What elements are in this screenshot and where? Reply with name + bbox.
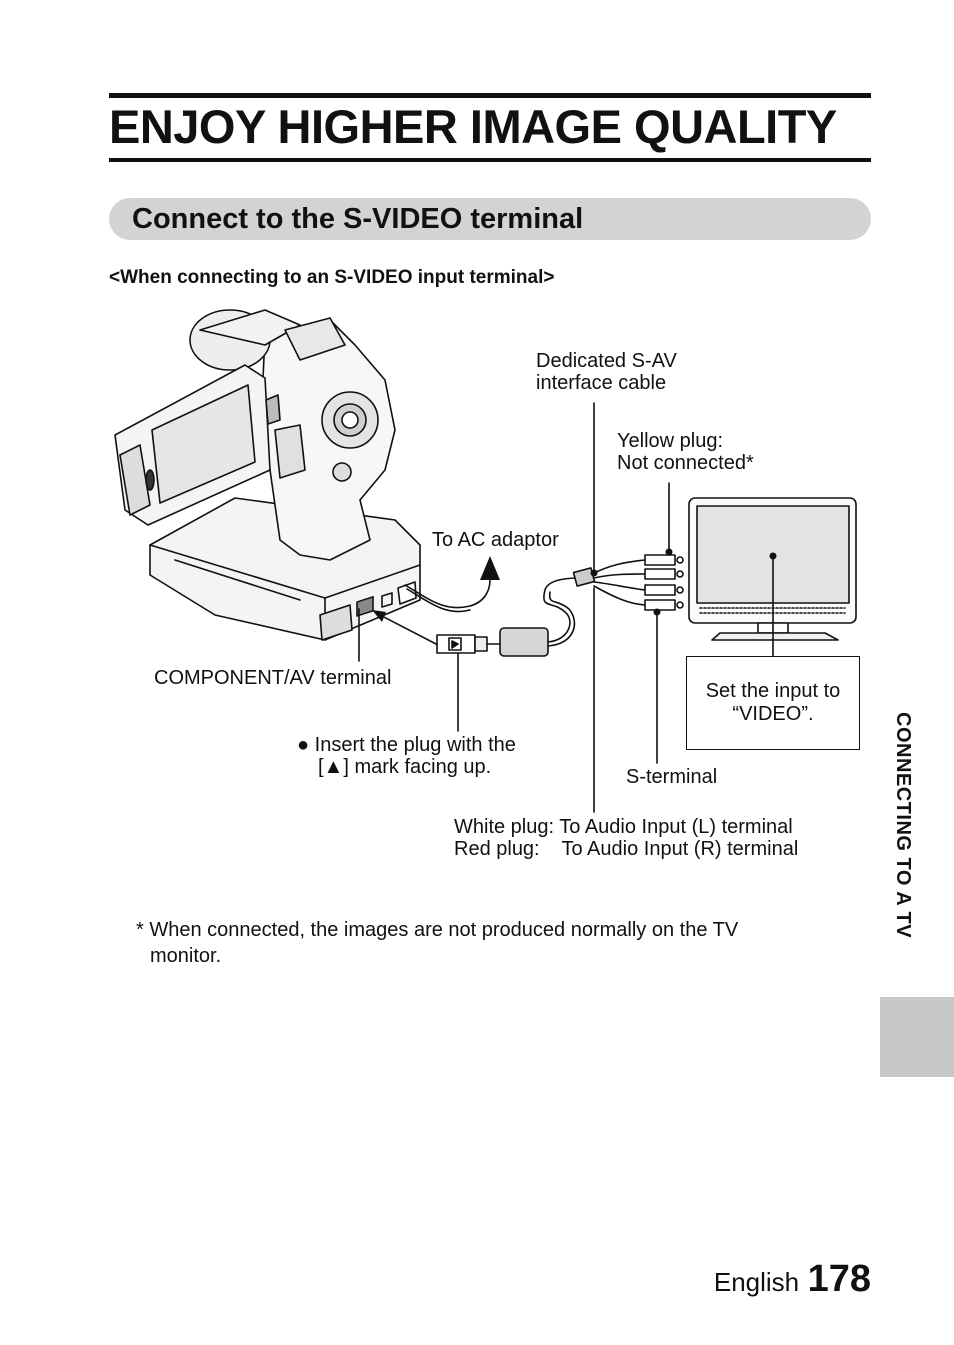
title-bottom-rule [109,158,871,162]
footer-language: English [713,1267,800,1297]
s-terminal-label: S-terminal [626,766,718,788]
insert-plug-line2: [▲] mark facing up. [318,756,492,778]
camcorder-illustration [114,309,396,561]
page-title: ENJOY HIGHER IMAGE QUALITY [109,100,837,153]
rca-plugs-illustration [644,554,684,611]
component-terminal-label: COMPONENT/AV terminal [154,667,392,689]
tv-input-callout: Set the input to “VIDEO”. [686,656,860,750]
yellow-plug-line1: Yellow plug: [617,430,724,452]
page-footer: English 178 [714,1258,871,1301]
title-top-rule [109,93,871,98]
insert-plug-line1: ● Insert the plug with the [297,734,516,756]
tv-input-line2: “VIDEO”. [732,703,814,725]
side-tab-label: CONNECTING TO A TV [892,712,914,939]
leader-lines [358,402,774,813]
cable-label-line2: interface cable [536,372,667,394]
tv-input-line1: Set the input to [705,680,841,702]
ac-adaptor-label: To AC adaptor [432,529,559,551]
yellow-plug-label: Yellow plug: Not connected* [617,430,754,474]
yellow-plug-line2: Not connected* [617,452,754,474]
av-plug-illustration [436,634,501,654]
cable-label: Dedicated S-AV interface cable [536,350,677,394]
section-header: Connect to the S-VIDEO terminal [109,198,871,240]
ferrite-core-illustration [499,627,549,657]
insert-plug-note: ● Insert the plug with the [▲] mark faci… [297,734,516,778]
footnote-line2: monitor. [150,945,222,967]
footnote: * When connected, the images are not pro… [136,917,738,969]
audio-plugs-label: White plug: To Audio Input (L) terminal … [454,816,798,860]
section-title: Connect to the S-VIDEO terminal [132,203,584,235]
side-tab-block [880,997,954,1077]
footnote-line1: * When connected, the images are not pro… [136,919,739,941]
cable-label-line1: Dedicated S-AV [536,350,677,372]
white-plug-line: White plug: To Audio Input (L) terminal [454,816,793,838]
red-plug-line: Red plug: To Audio Input (R) terminal [454,838,799,860]
connection-subheading: <When connecting to an S-VIDEO input ter… [109,267,555,288]
page-number: 178 [807,1258,871,1300]
